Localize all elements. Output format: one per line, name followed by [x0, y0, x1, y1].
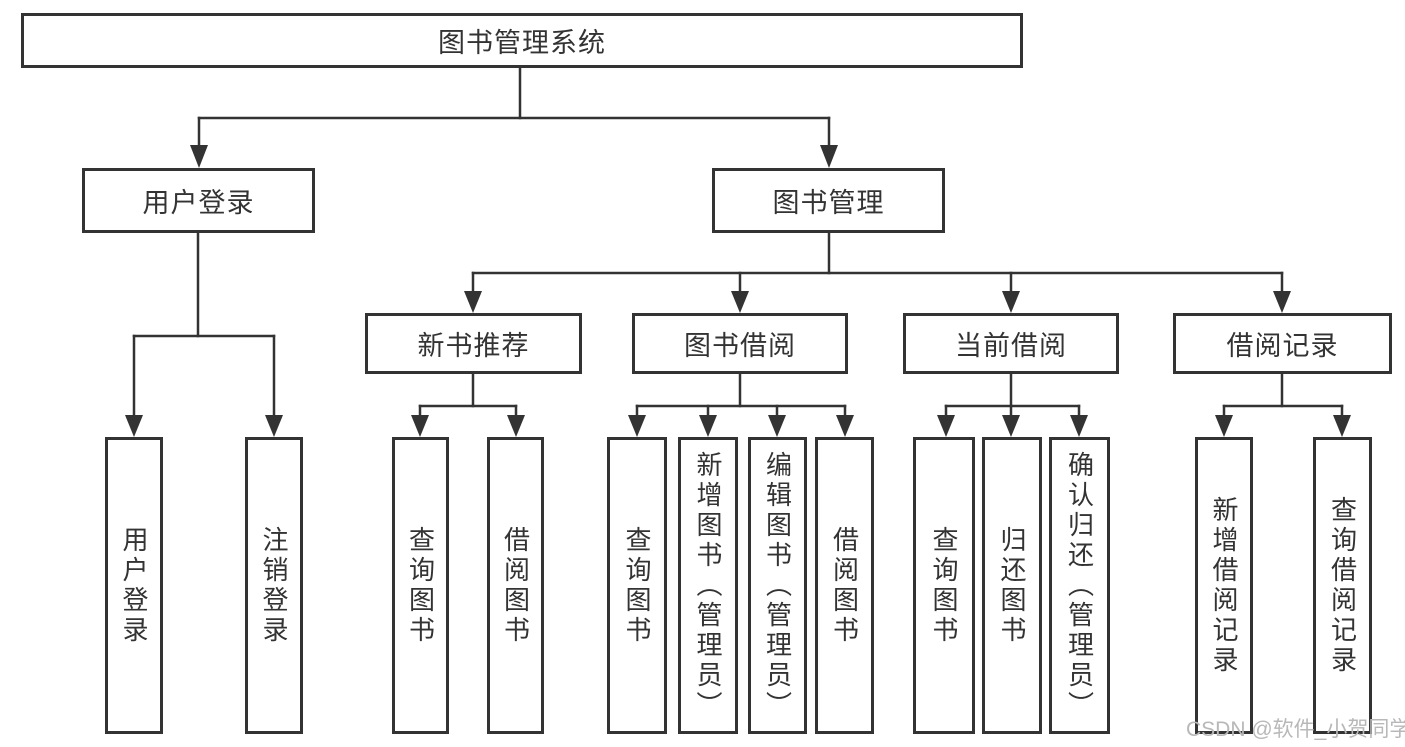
node-current-borrow-label: 当前借阅 [955, 331, 1067, 361]
leaf-confirm-return-admin: 确认归还（管理员） [1049, 437, 1110, 734]
node-user-login-label: 用户登录 [142, 188, 255, 218]
arrowheads [125, 145, 1351, 437]
leaf-query-borrow-record: 查询借阅记录 [1313, 437, 1372, 734]
leaf-borrow-books-label: 借阅图书 [829, 525, 860, 646]
leaf-query-books-borrow-label: 查询图书 [622, 525, 652, 646]
csdn-watermark: CSDN @软件_小贺同学 [1186, 718, 1405, 741]
leaf-logout: 注销登录 [245, 437, 303, 734]
leaf-query-books-borrow: 查询图书 [607, 437, 667, 734]
leaf-return-book: 归还图书 [982, 437, 1042, 734]
node-book-management-label: 图书管理 [772, 188, 885, 218]
leaf-logout-label: 注销登录 [259, 525, 289, 646]
node-user-login: 用户登录 [82, 168, 315, 233]
leaf-borrow-books-recommend-label: 借阅图书 [500, 525, 531, 646]
node-new-book-recommend: 新书推荐 [365, 313, 582, 374]
leaf-add-borrow-record: 新增借阅记录 [1195, 437, 1253, 734]
node-root-label: 图书管理系统 [438, 28, 606, 58]
leaf-query-books-current: 查询图书 [913, 437, 975, 734]
leaf-user-login-label: 用户登录 [119, 525, 149, 646]
leaf-query-books-recommend-label: 查询图书 [405, 525, 436, 646]
node-borrow-records: 借阅记录 [1173, 313, 1392, 374]
node-borrow-records-label: 借阅记录 [1226, 331, 1339, 361]
leaf-add-book-admin-label: 新增图书（管理员） [693, 450, 723, 721]
leaf-query-borrow-record-label: 查询借阅记录 [1327, 495, 1358, 676]
leaf-add-borrow-record-label: 新增借阅记录 [1209, 495, 1239, 676]
node-root: 图书管理系统 [21, 13, 1023, 68]
leaf-confirm-return-admin-label: 确认归还（管理员） [1064, 450, 1095, 721]
node-book-borrow-label: 图书借阅 [684, 331, 796, 361]
node-new-book-recommend-label: 新书推荐 [417, 331, 530, 361]
leaf-edit-book-admin: 编辑图书（管理员） [748, 437, 807, 734]
node-current-borrow: 当前借阅 [903, 313, 1119, 374]
leaf-add-book-admin: 新增图书（管理员） [678, 437, 738, 734]
leaf-user-login: 用户登录 [105, 437, 163, 734]
node-book-management: 图书管理 [712, 168, 945, 233]
leaf-query-books-current-label: 查询图书 [929, 525, 959, 646]
leaf-query-books-recommend: 查询图书 [392, 437, 449, 734]
leaf-return-book-label: 归还图书 [997, 525, 1027, 646]
leaf-borrow-books: 借阅图书 [815, 437, 874, 734]
node-book-borrow: 图书借阅 [632, 313, 848, 374]
leaf-edit-book-admin-label: 编辑图书（管理员） [762, 450, 793, 721]
leaf-borrow-books-recommend: 借阅图书 [487, 437, 544, 734]
